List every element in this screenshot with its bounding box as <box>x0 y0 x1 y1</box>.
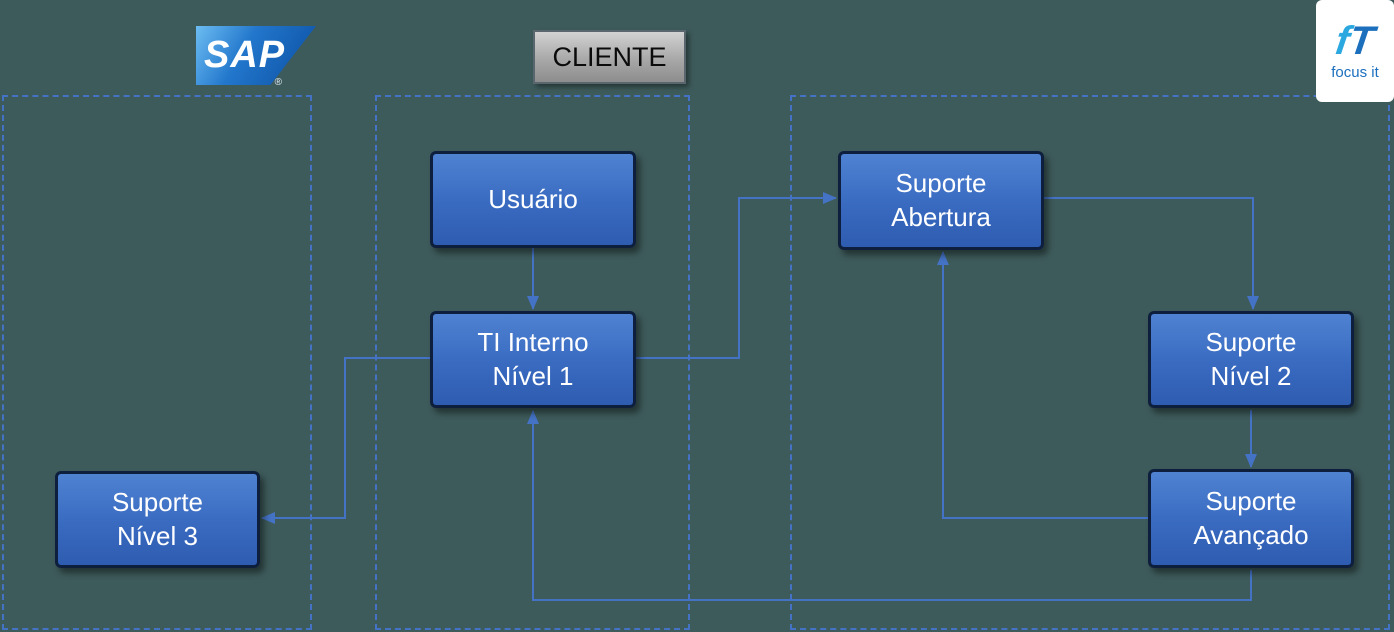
node-suporte-abertura-label: Suporte Abertura <box>891 167 991 232</box>
node-suporte-nivel-2: Suporte Nível 2 <box>1148 311 1354 408</box>
node-usuario: Usuário <box>430 151 636 248</box>
cliente-lane-header: CLIENTE <box>533 30 686 84</box>
sap-logo-text: SAP <box>204 34 286 76</box>
node-suporte-nivel-3-label: Suporte Nível 3 <box>111 486 204 551</box>
cliente-lane-header-label: CLIENTE <box>552 41 667 72</box>
node-suporte-abertura: Suporte Abertura <box>838 151 1044 250</box>
sap-registered-mark: ® <box>274 77 282 88</box>
node-ti-interno-nivel-1: TI Interno Nível 1 <box>430 311 636 408</box>
focus-it-logo-mark-icon: fT <box>1333 19 1377 63</box>
node-suporte-avancado: Suporte Avançado <box>1148 469 1354 568</box>
sap-logo-shape: SAP <box>196 26 316 85</box>
focus-it-logo: fT focus it <box>1316 0 1394 102</box>
node-ti-interno-nivel-1-label: TI Interno Nível 1 <box>477 326 589 391</box>
focus-it-mark-t: T <box>1346 19 1377 63</box>
node-suporte-nivel-2-label: Suporte Nível 2 <box>1205 326 1297 391</box>
node-suporte-nivel-3: Suporte Nível 3 <box>55 471 260 568</box>
node-usuario-label: Usuário <box>488 183 578 214</box>
sap-logo: SAP ® <box>196 26 316 88</box>
node-suporte-avancado-label: Suporte Avançado <box>1193 485 1309 550</box>
lane-focus-it <box>790 95 1390 630</box>
focus-it-logo-text: focus it <box>1331 64 1379 81</box>
